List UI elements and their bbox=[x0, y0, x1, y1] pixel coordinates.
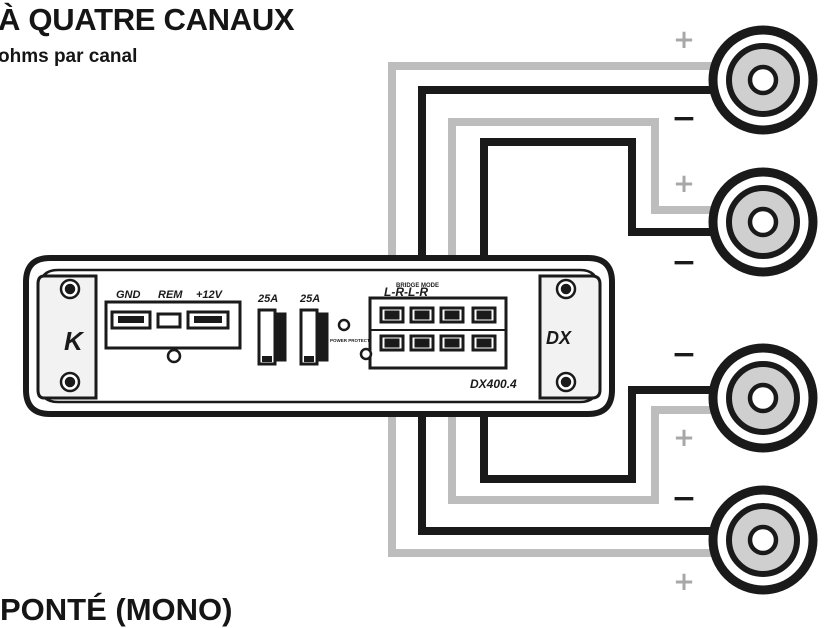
bridged-mode-heading: PONTÉ (MONO) bbox=[0, 592, 233, 627]
amp-screws bbox=[59, 278, 577, 393]
power-label-rem: REM bbox=[158, 289, 183, 301]
wire-speaker-1-negative bbox=[418, 86, 720, 314]
amp-series-badge: DX bbox=[546, 328, 572, 348]
speaker-4-bottom-sign: + bbox=[673, 567, 695, 597]
speaker-2 bbox=[708, 167, 818, 277]
power-block-screw bbox=[166, 348, 182, 364]
speaker-1-bottom-sign: − bbox=[671, 101, 696, 136]
speaker-3-top-sign: − bbox=[671, 337, 696, 372]
amplifier: K DX GND REM +12V 25A 25A POWER PROTECTI… bbox=[23, 255, 615, 417]
fuse-label-2: 25A bbox=[299, 293, 320, 305]
speaker-1 bbox=[708, 25, 818, 135]
speaker-2-top-sign: + bbox=[673, 169, 695, 199]
channel-labels: L-R-L-R bbox=[384, 285, 428, 299]
amp-brand-logo: K bbox=[64, 326, 85, 356]
wire-speaker-2-positive bbox=[448, 118, 720, 314]
power-label-12v: +12V bbox=[196, 289, 224, 301]
speaker-4-top-sign: − bbox=[671, 481, 696, 516]
power-led bbox=[337, 318, 351, 332]
speaker-4 bbox=[708, 485, 818, 595]
amp-model: DX400.4 bbox=[470, 377, 517, 391]
speaker-1-top-sign: + bbox=[673, 25, 695, 55]
led-label: POWER PROTECTION bbox=[330, 338, 378, 343]
diagram-subtitle: ohms par canal bbox=[0, 46, 138, 67]
speaker-terminals-top bbox=[379, 306, 497, 324]
wire-speaker-3-positive bbox=[448, 335, 720, 504]
amp-right-endcap bbox=[538, 274, 602, 400]
fuse-label-1: 25A bbox=[257, 293, 278, 305]
fuse-2 bbox=[299, 308, 329, 366]
wire-speaker-1-positive bbox=[388, 62, 720, 314]
speaker-3 bbox=[708, 343, 818, 453]
diagram-title: À QUATRE CANAUX bbox=[0, 2, 295, 37]
fuse-1 bbox=[257, 308, 287, 366]
speaker-3-bottom-sign: + bbox=[673, 423, 695, 453]
speaker-2-bottom-sign: − bbox=[671, 245, 696, 280]
bridge-mode-label: BRIDGE MODE bbox=[396, 283, 439, 289]
amp-left-endcap bbox=[36, 274, 98, 400]
wire-speaker-3-negative bbox=[480, 335, 720, 483]
speaker-terminals-bottom bbox=[379, 334, 497, 352]
terminal-block-screw bbox=[359, 347, 373, 361]
power-label-gnd: GND bbox=[116, 289, 141, 301]
terminal-rem bbox=[156, 312, 182, 329]
wire-speaker-2-negative bbox=[480, 138, 720, 314]
